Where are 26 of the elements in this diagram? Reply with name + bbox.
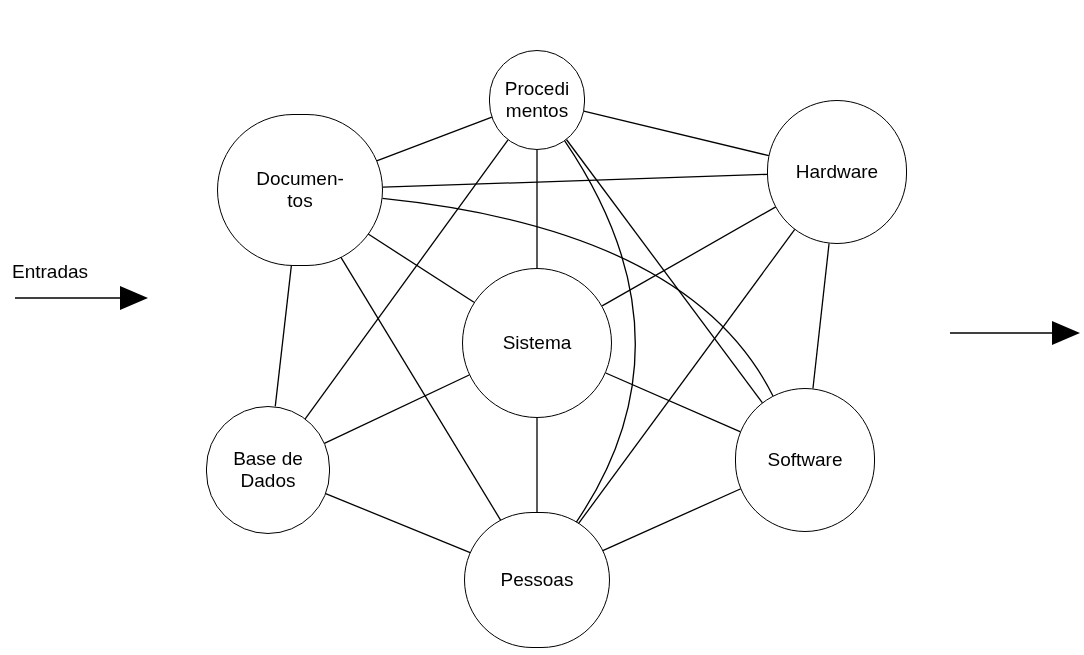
node-label: Base de Dados xyxy=(232,448,304,492)
connector-line xyxy=(536,149,538,269)
input-label: Entradas xyxy=(12,260,89,284)
connector-line xyxy=(601,206,777,307)
connector-line xyxy=(367,233,475,303)
connector-line xyxy=(602,488,742,552)
connector-line xyxy=(382,173,768,188)
connector-line xyxy=(812,242,830,390)
connector-line xyxy=(274,264,292,408)
connector-line xyxy=(605,372,742,433)
connector-line xyxy=(376,116,493,162)
node-label: Pessoas xyxy=(499,569,575,591)
connector-line xyxy=(577,228,796,525)
connector-line xyxy=(304,139,509,420)
node-label: Software xyxy=(766,449,844,471)
connector-line xyxy=(339,255,502,522)
node-label: Hardware xyxy=(794,161,880,183)
curved-connector xyxy=(381,197,774,397)
connector-line xyxy=(536,417,538,513)
node-label: Documen- tos xyxy=(255,168,345,212)
connector-line xyxy=(325,492,471,554)
node-label: Procedi mentos xyxy=(503,78,571,122)
curved-connector xyxy=(564,140,636,524)
connector-line xyxy=(565,138,764,404)
node-label: Sistema xyxy=(501,332,573,354)
connector-line xyxy=(323,374,470,445)
